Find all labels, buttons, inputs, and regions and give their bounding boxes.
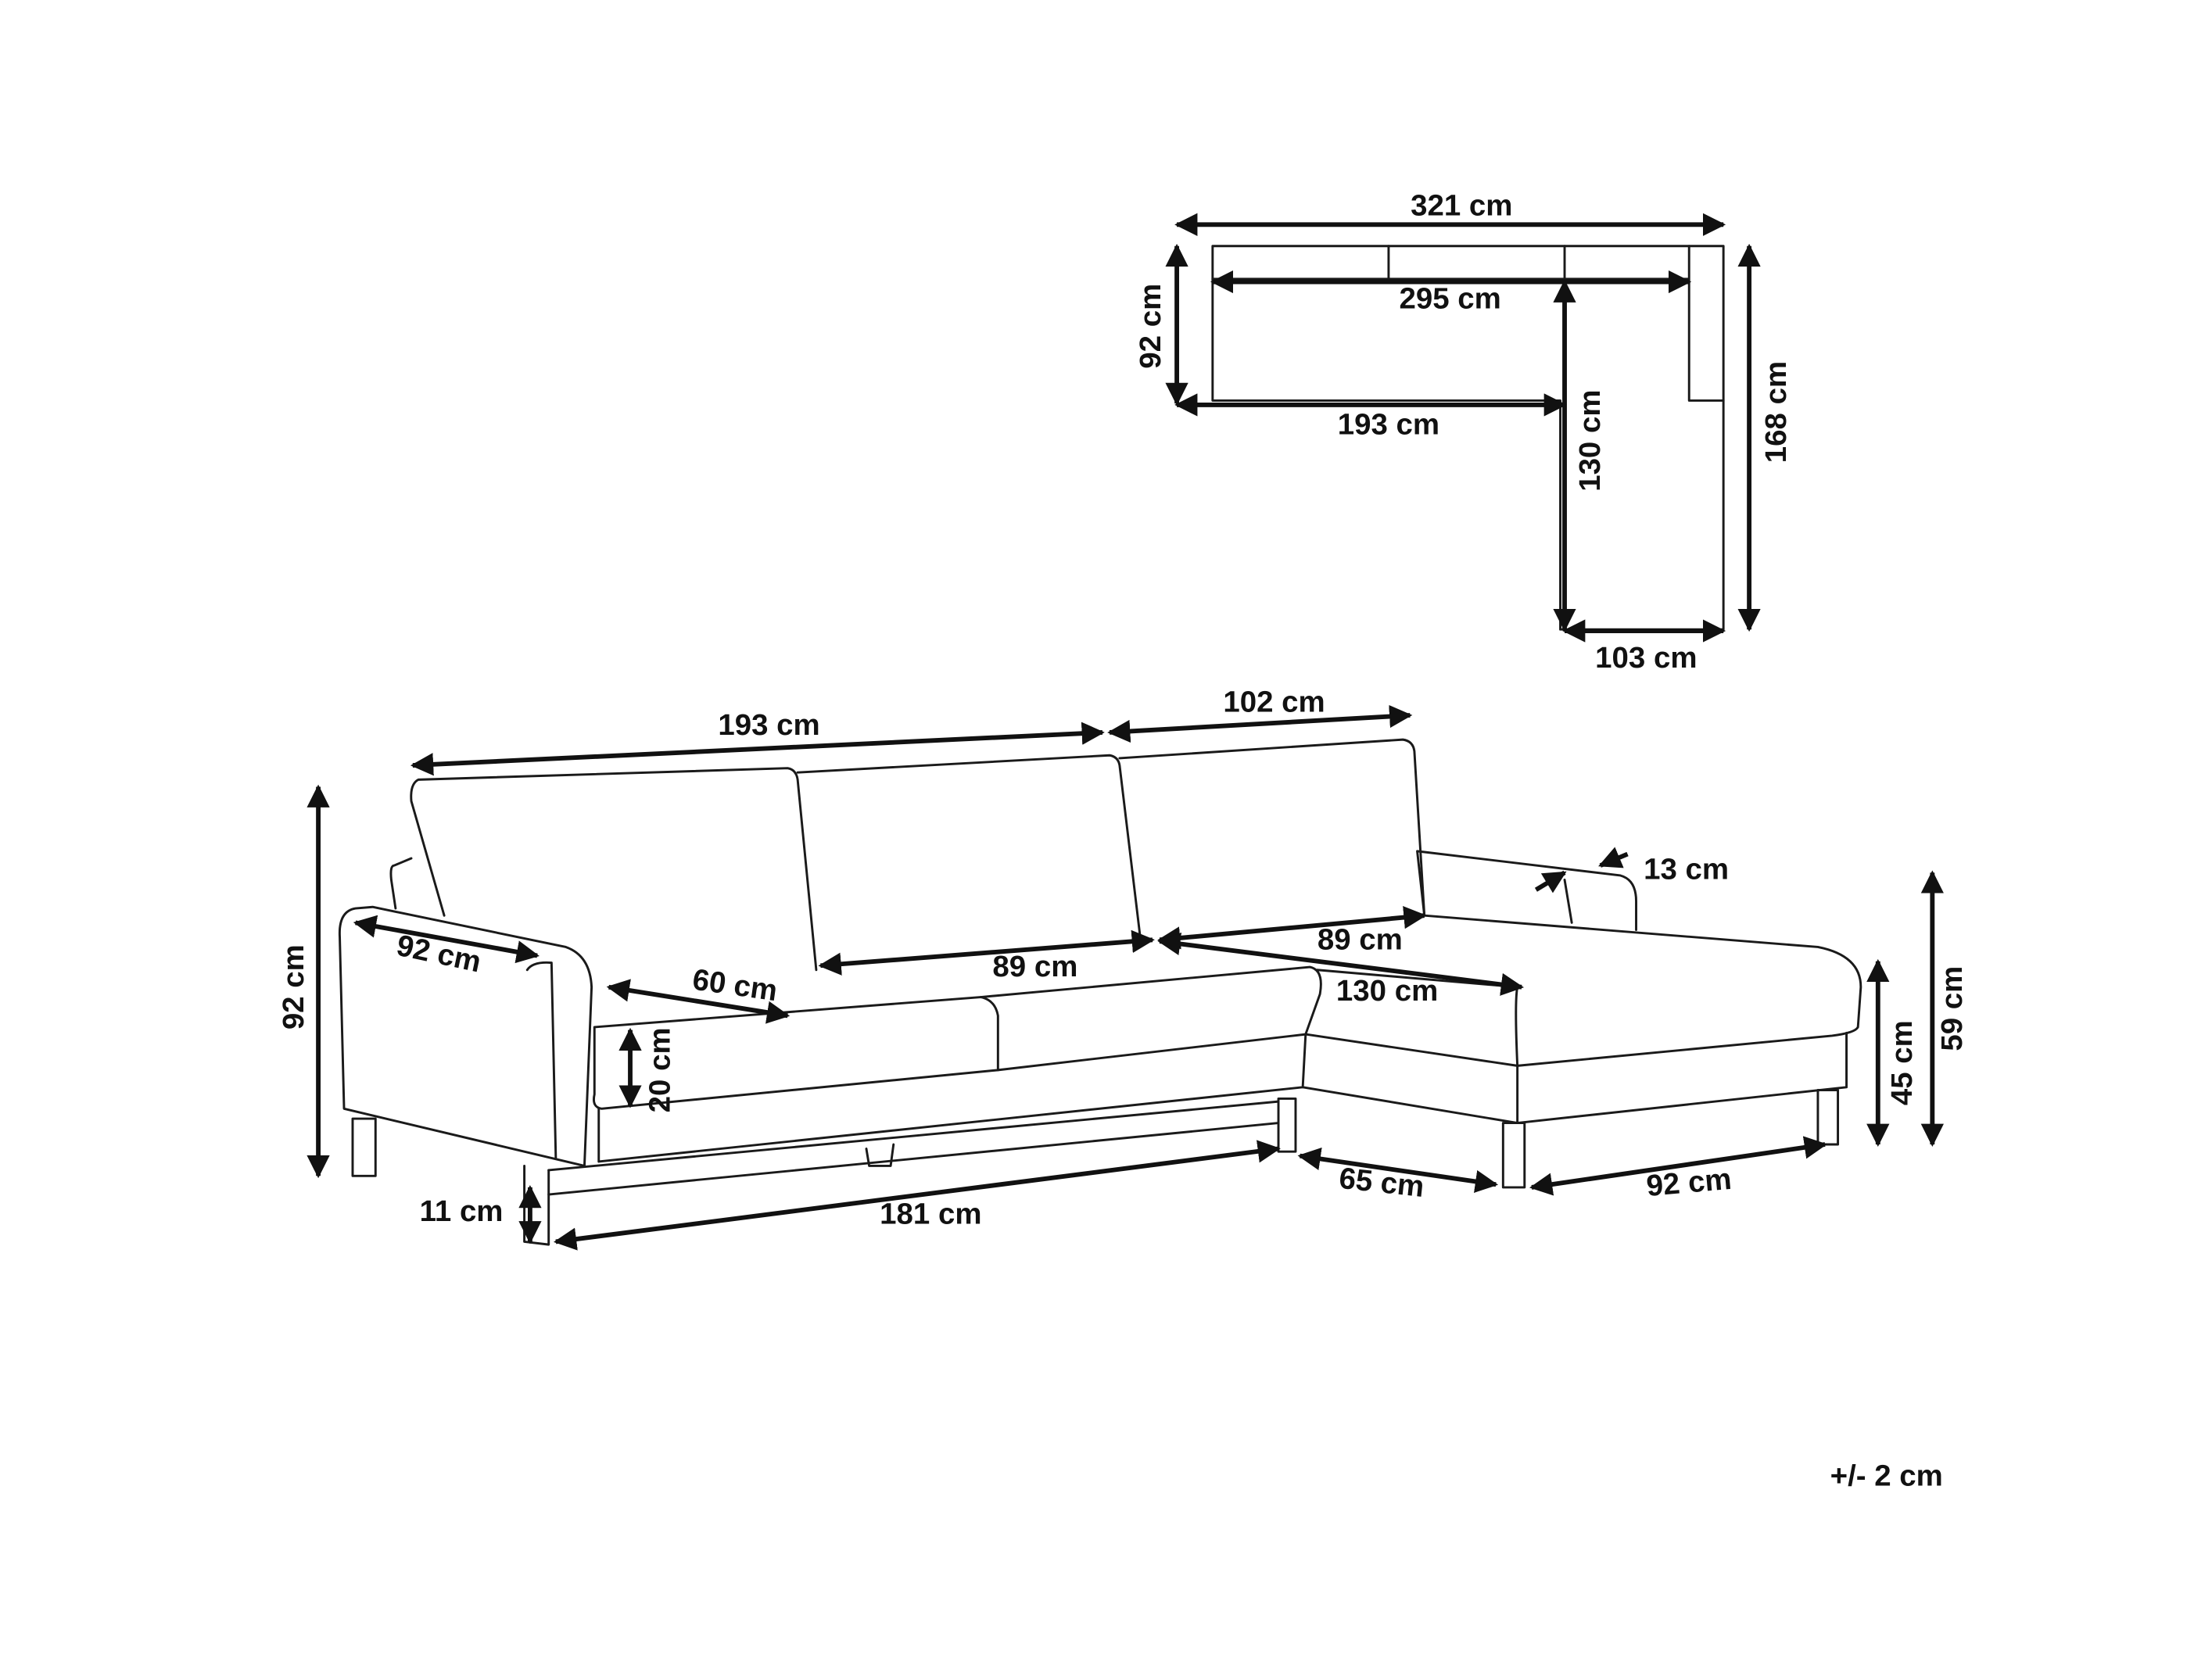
seat-depth-arrow — [606, 979, 791, 1024]
armrest-height-label: 59 cm — [1935, 966, 1969, 1051]
seat-cushion-width-1-arrow — [818, 929, 1155, 976]
dimension-arrows — [307, 213, 1944, 1251]
chaise-base-side-arrow — [1297, 1147, 1499, 1193]
armrest-width-b-arrow — [1598, 847, 1629, 868]
tolerance-note: +/- 2 cm — [1830, 1459, 1943, 1493]
armrest-depth-arrow — [353, 915, 540, 964]
chaise-base-front-arrow — [1529, 1136, 1827, 1196]
plan-overall-width-label: 321 cm — [1411, 189, 1512, 223]
chaise-back-length-arrow — [1107, 704, 1413, 743]
main-length-label: 193 cm — [718, 708, 819, 742]
armrest-width-a-arrow — [1534, 870, 1567, 893]
leg-height-label: 11 cm — [420, 1194, 504, 1228]
total-height-label: 92 cm — [277, 944, 310, 1030]
seat-cushion-width-2-label: 89 cm — [1318, 922, 1403, 956]
plan-inner-width-label: 295 cm — [1399, 281, 1500, 315]
armrest-width-label: 13 cm — [1644, 853, 1729, 886]
seat-height-label: 45 cm — [1885, 1020, 1919, 1105]
plan-chaise-inner-label: 130 cm — [1573, 389, 1607, 491]
main-length-arrow — [410, 722, 1105, 776]
seat-cushion-width-1-label: 89 cm — [992, 950, 1077, 983]
sofa-drawing — [338, 738, 1862, 1246]
chaise-length-arrow — [1157, 932, 1525, 996]
armrest-depth-label: 92 cm — [394, 929, 485, 979]
chaise-base-front-label: 92 cm — [1645, 1162, 1733, 1203]
chaise-length-label: 130 cm — [1336, 974, 1438, 1008]
plan-main-length-label: 193 cm — [1338, 408, 1439, 442]
plan-depth-label: 92 cm — [1134, 284, 1167, 369]
plan-overall-depth-label: 168 cm — [1759, 361, 1793, 463]
plan-chaise-width-label: 103 cm — [1595, 641, 1697, 675]
cushion-height-label: 20 cm — [643, 1027, 676, 1112]
chaise-back-length-label: 102 cm — [1223, 686, 1325, 719]
chaise-base-side-label: 65 cm — [1338, 1162, 1426, 1204]
base-length-label: 181 cm — [880, 1198, 981, 1231]
base-length-arrow — [553, 1140, 1281, 1251]
